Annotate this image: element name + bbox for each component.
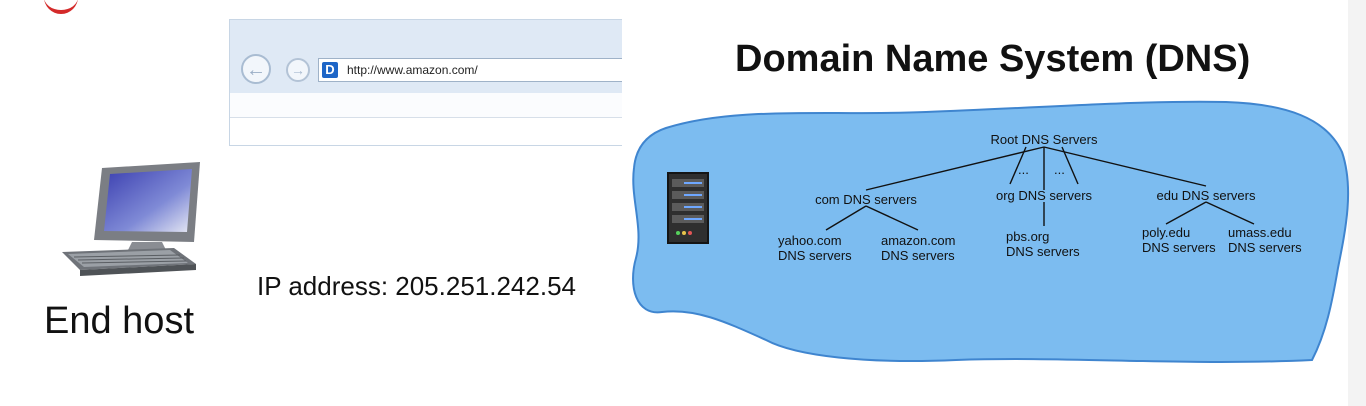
edu-dns-label: edu DNS servers [1156, 188, 1256, 203]
ellipsis-left: ... [1018, 162, 1029, 177]
dns-title: Domain Name System (DNS) [735, 38, 1251, 80]
ellipsis-right: ... [1054, 162, 1065, 177]
favicon-icon: D [322, 62, 338, 78]
leaf-amazon: amazon.com DNS servers [881, 233, 955, 263]
leaf-umass-sub: DNS servers [1228, 240, 1302, 255]
leaf-pbs-name: pbs.org [1006, 229, 1050, 244]
leaf-pbs-sub: DNS servers [1006, 244, 1080, 259]
browser-tab-bar [230, 93, 622, 118]
com-dns-label: com DNS servers [815, 192, 917, 207]
window-edge-strip [1348, 0, 1366, 406]
leaf-amazon-sub: DNS servers [881, 248, 955, 263]
leaf-yahoo-name: yahoo.com [778, 233, 842, 248]
address-url[interactable]: http://www.amazon.com/ [347, 63, 478, 77]
leaf-yahoo-sub: DNS servers [778, 248, 852, 263]
back-arrow-icon[interactable]: ← [241, 54, 271, 84]
leaf-umass-name: umass.edu [1228, 225, 1292, 240]
browser-toolbar: ← → D http://www.amazon.com/ [230, 20, 622, 94]
partial-logo-mark [44, 0, 78, 14]
forward-arrow-icon[interactable]: → [286, 58, 310, 82]
address-bar[interactable]: D http://www.amazon.com/ [318, 58, 622, 82]
leaf-pbs: pbs.org DNS servers [1006, 229, 1080, 259]
desktop-computer-icon [62, 162, 200, 276]
server-rack-icon [667, 172, 709, 244]
browser-window: ← → D http://www.amazon.com/ [229, 19, 622, 146]
dns-cloud [632, 100, 1350, 363]
leaf-poly: poly.edu DNS servers [1142, 225, 1216, 255]
ip-address-text: IP address: 205.251.242.54 [257, 271, 576, 301]
leaf-poly-sub: DNS servers [1142, 240, 1216, 255]
org-dns-label: org DNS servers [995, 188, 1093, 203]
root-dns-label: Root DNS Servers [990, 132, 1098, 147]
leaf-poly-name: poly.edu [1142, 225, 1191, 240]
leaf-umass: umass.edu DNS servers [1228, 225, 1302, 255]
end-host-label: End host [44, 300, 194, 342]
leaf-yahoo: yahoo.com DNS servers [778, 233, 852, 263]
leaf-amazon-name: amazon.com [881, 233, 956, 248]
